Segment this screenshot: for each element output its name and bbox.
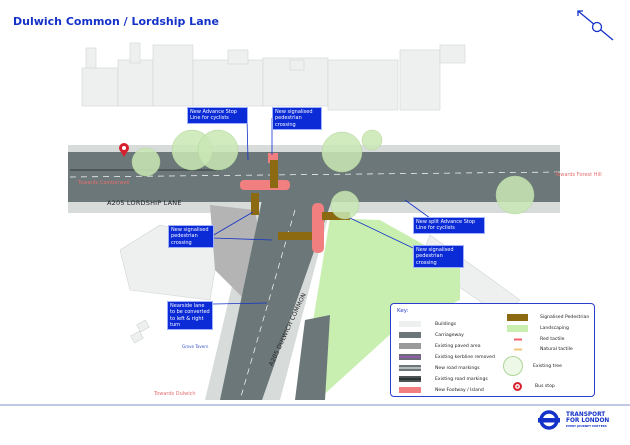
key-item: New Footway / Island — [399, 387, 484, 393]
key-item: Existing tree — [503, 356, 562, 376]
direction-west: Towards Camberwell — [78, 180, 130, 186]
key-item: Existing kerbline removed — [399, 354, 495, 360]
buildings — [81, 42, 521, 344]
existing-trees — [131, 129, 535, 220]
key-item: Buildings — [399, 321, 456, 327]
key-item: Carriageway — [399, 332, 464, 338]
callout-ped-crossing-west: New signalised pedestrian crossing — [168, 225, 214, 248]
tfl-roundel-icon — [538, 410, 560, 430]
callout-advance-stop-line: New Advance Stop Line for cyclists — [187, 107, 248, 124]
callout-ped-crossing-east: New signalised pedestrian crossing — [413, 245, 464, 268]
callout-split-advance-stop-line: New split Advance Stop Line for cyclists — [413, 217, 485, 234]
road-label-lordship-lane: A205 LORDSHIP LANE — [107, 199, 182, 207]
place-grove-tavern: Grove Tavern — [182, 344, 209, 349]
north-arrow-icon — [577, 10, 614, 41]
key-item: Red tactile — [507, 336, 565, 343]
logo-tagline: EVERY JOURNEY MATTERS — [566, 424, 607, 428]
callout-ped-crossing-north: New signalised pedestrian crossing — [272, 107, 322, 130]
key-item: Existing road markings — [399, 376, 488, 382]
carriageway-dulwich-common — [220, 200, 332, 400]
callout-nearside-lane: Nearside lane to be converted to left & … — [167, 301, 213, 331]
logo-line2: FOR LONDON — [566, 418, 610, 424]
key-item: Landscaping — [507, 325, 569, 332]
key-item: Existing paved area — [399, 343, 481, 349]
bus-stop-icon — [119, 143, 129, 157]
key-item: Bus stop — [513, 382, 555, 391]
bus-stop-icon — [513, 382, 522, 391]
map-key: Key: Buildings Carriageway Existing pave… — [390, 303, 595, 397]
direction-south: Towards Dulwich — [154, 391, 196, 397]
key-item: New road markings — [399, 365, 480, 371]
key-item: Signalised Pedestrian — [507, 314, 589, 321]
page-title: Dulwich Common / Lordship Lane — [13, 15, 219, 28]
direction-east: Towards Forest Hill — [555, 172, 602, 178]
logo-line1: TRANSPORT — [566, 412, 606, 418]
key-title: Key: — [397, 308, 409, 314]
tfl-logo: TRANSPORT FOR LONDON EVERY JOURNEY MATTE… — [538, 409, 609, 431]
key-item: Natural tactile — [507, 346, 573, 353]
